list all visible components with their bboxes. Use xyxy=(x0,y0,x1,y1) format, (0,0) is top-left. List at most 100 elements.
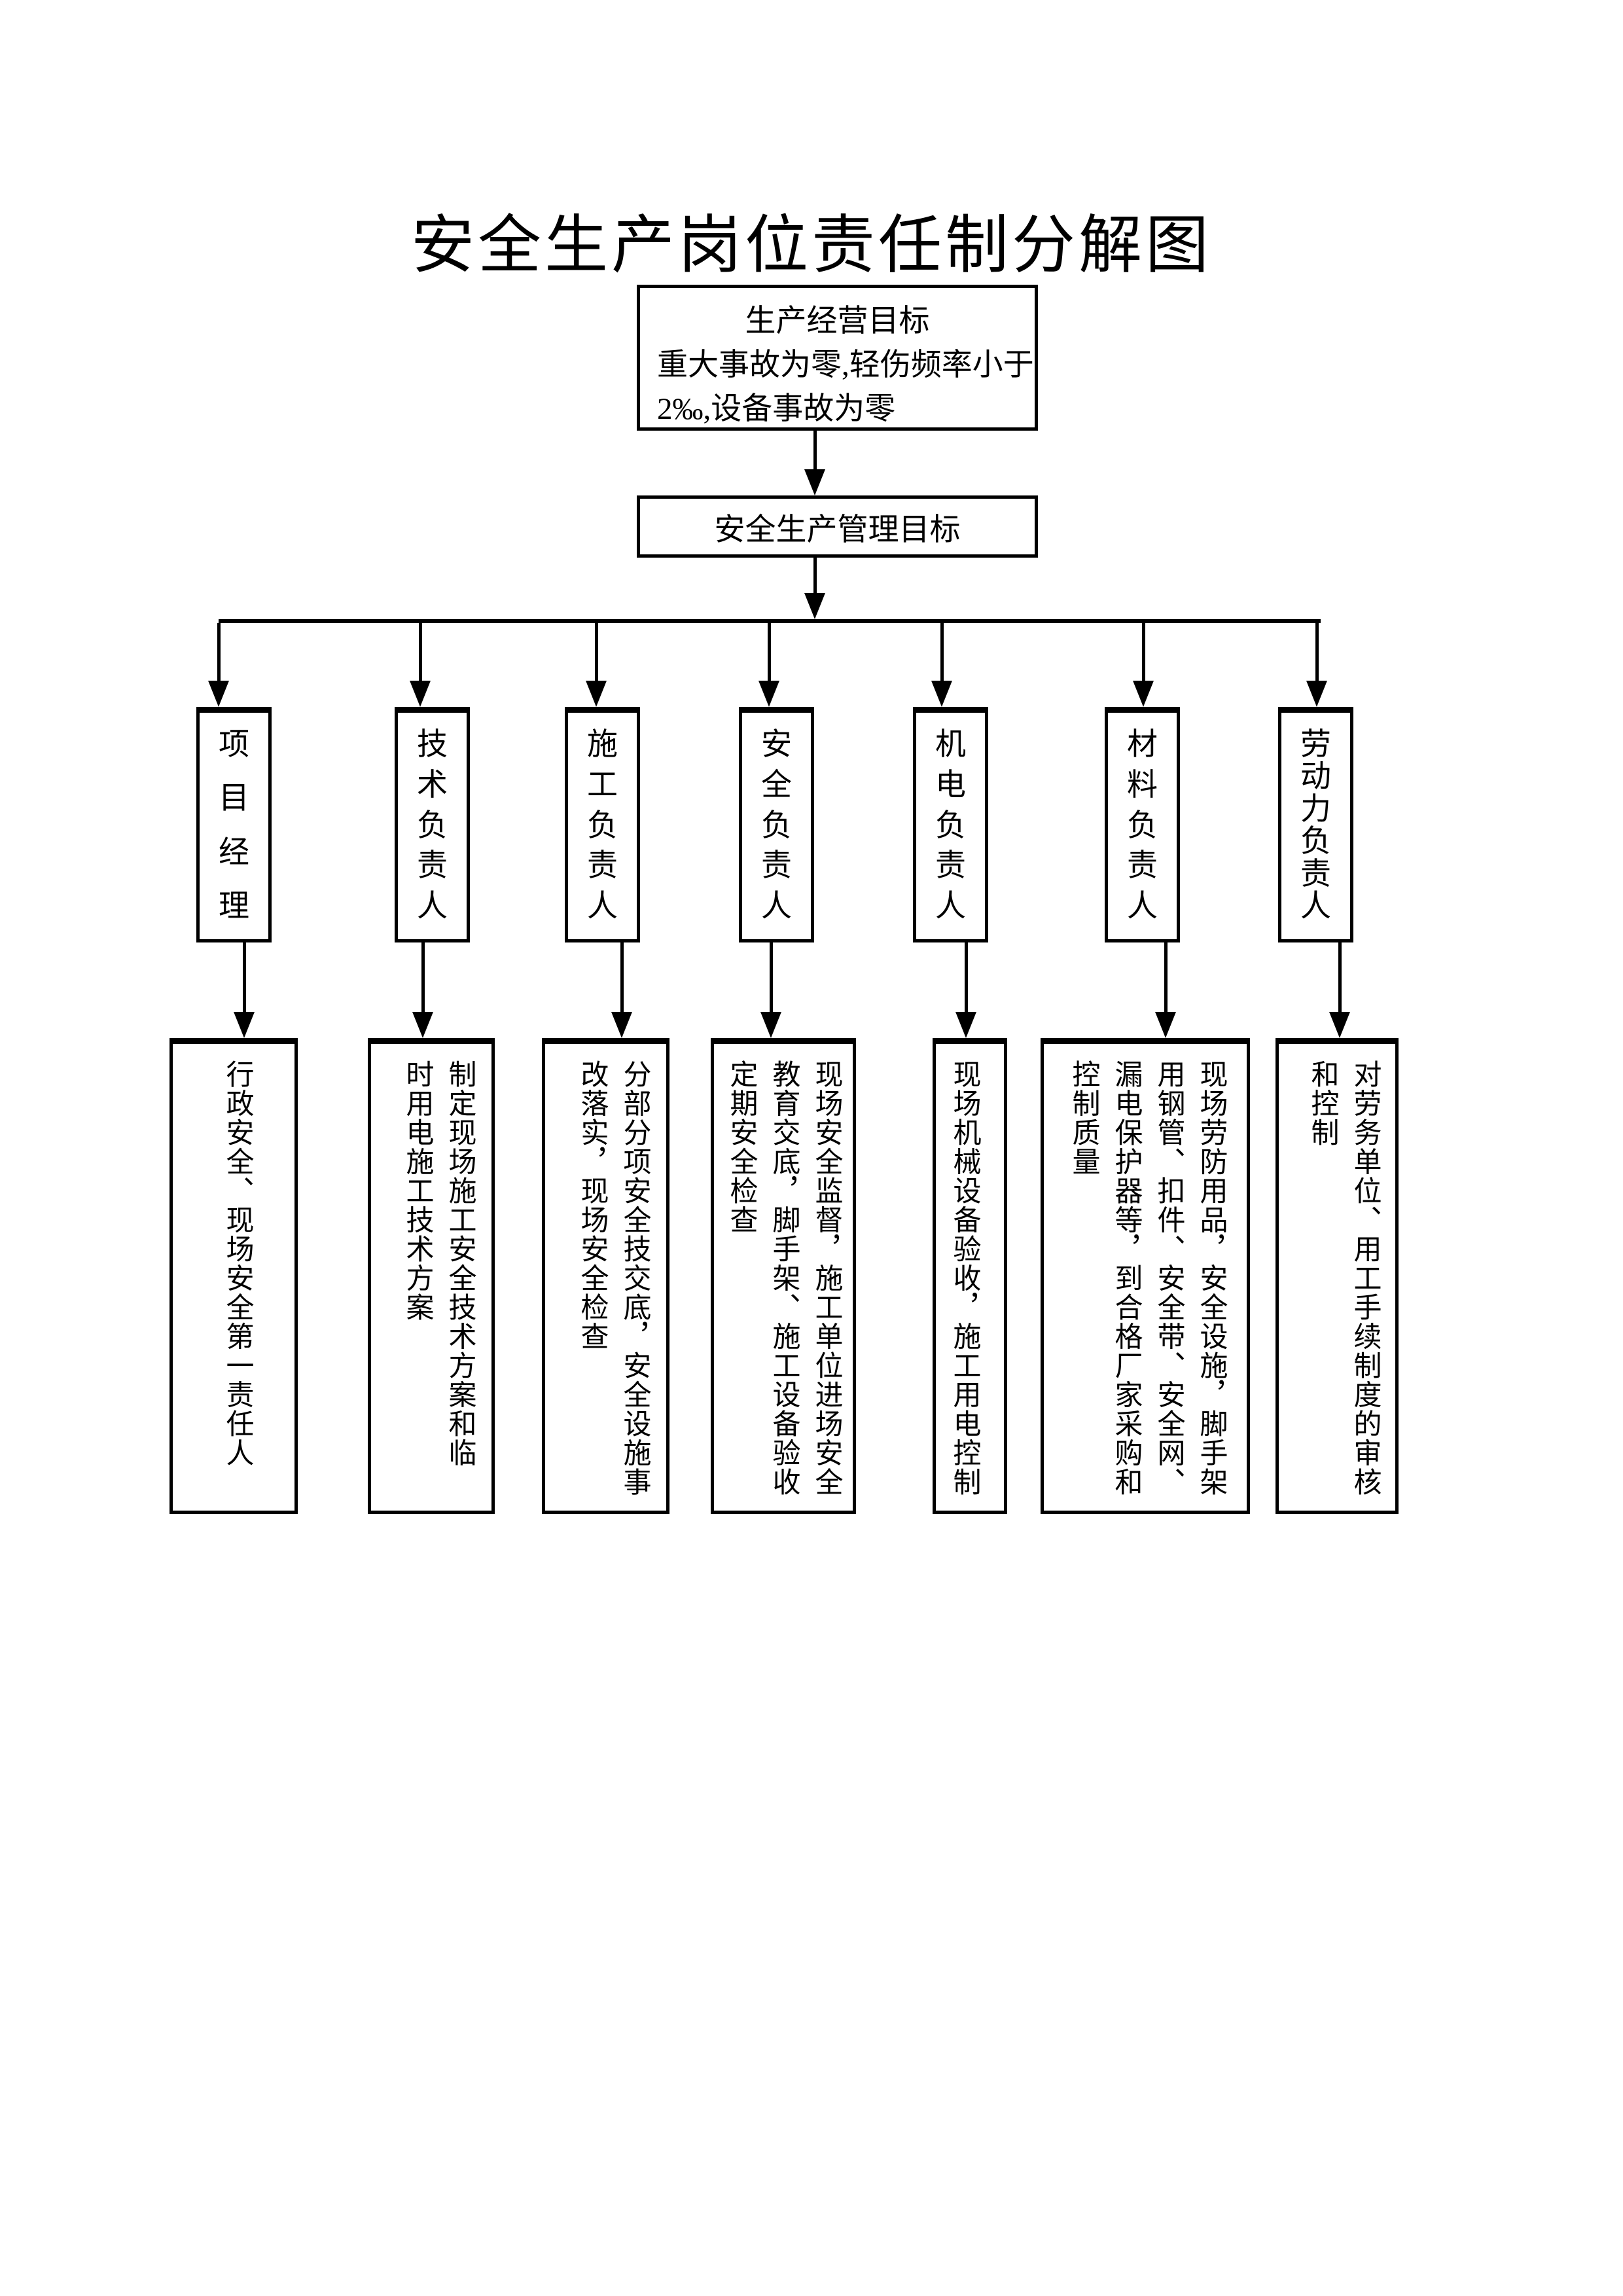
connector-line xyxy=(813,431,817,471)
role-char: 责 xyxy=(587,849,618,884)
role-char: 责 xyxy=(1127,849,1158,884)
arrow-down-icon xyxy=(804,469,825,495)
arrow-down-icon xyxy=(586,681,607,707)
role-char: 全 xyxy=(761,768,792,802)
role-char: 负 xyxy=(1300,825,1331,859)
role-box-7: 劳动力负责人 xyxy=(1278,707,1353,942)
arrow-down-icon xyxy=(208,681,229,707)
safety-goal-box: 安全生产管理目标 xyxy=(637,495,1038,558)
role-char: 术 xyxy=(417,768,448,802)
role-char: 负 xyxy=(761,808,792,843)
arrow-down-icon xyxy=(410,681,431,707)
duty-box-4: 现场安全监督，施工单位进场安全教育交底，脚手架、施工设备验收定期安全检查 xyxy=(711,1038,856,1514)
arrow-down-icon xyxy=(760,1012,781,1038)
role-char: 劳 xyxy=(1300,728,1331,762)
role-char: 负 xyxy=(587,808,618,843)
role-box-6: 材料负责人 xyxy=(1105,707,1180,942)
connector-line xyxy=(419,623,422,683)
role-char: 项 xyxy=(219,728,249,762)
arrow-down-icon xyxy=(1329,1012,1350,1038)
connector-line xyxy=(768,623,771,683)
arrow-down-icon xyxy=(1306,681,1327,707)
connector-line xyxy=(940,623,944,683)
connector-line xyxy=(1315,623,1319,683)
duty-text-column: 制定现场施工安全技术方案和临 xyxy=(444,1060,475,1467)
arrow-down-icon xyxy=(412,1012,433,1038)
connector-line xyxy=(813,558,817,596)
role-char: 责 xyxy=(761,849,792,884)
role-box-2: 技术负责人 xyxy=(395,707,470,942)
role-char: 工 xyxy=(587,768,618,802)
connector-line xyxy=(620,942,624,1014)
production-goal-line2: 重大事故为零,轻伤频率小于 xyxy=(657,348,1034,382)
role-char: 机 xyxy=(935,728,966,762)
role-char: 负 xyxy=(417,808,448,843)
connector-line xyxy=(243,942,246,1014)
role-char: 负 xyxy=(935,808,966,843)
duty-text-column: 行政安全、现场安全第一责任人 xyxy=(222,1060,253,1467)
connector-line xyxy=(1142,623,1145,683)
connector-line xyxy=(1338,942,1342,1014)
connector-line xyxy=(217,623,221,683)
arrow-down-icon xyxy=(1155,1012,1176,1038)
duty-text-column: 时用电施工技术方案 xyxy=(402,1060,433,1322)
duty-box-7: 对劳务单位、用工手续制度的审核和控制 xyxy=(1275,1038,1399,1514)
role-char: 动 xyxy=(1300,760,1331,795)
role-char: 人 xyxy=(761,889,792,924)
role-char: 技 xyxy=(417,728,448,762)
role-char: 理 xyxy=(219,889,249,924)
role-char: 安 xyxy=(761,728,792,762)
role-char: 经 xyxy=(219,835,249,870)
connector-line xyxy=(421,942,425,1014)
role-char: 料 xyxy=(1127,768,1158,802)
connector-line xyxy=(1164,942,1168,1014)
duty-text-column: 改落实，现场安全检查 xyxy=(577,1060,607,1351)
arrow-down-icon xyxy=(931,681,952,707)
arrow-down-icon xyxy=(234,1012,255,1038)
role-char: 力 xyxy=(1300,792,1331,827)
branch-line xyxy=(219,619,1321,623)
duty-text-column: 对劳务单位、用工手续制度的审核 xyxy=(1349,1060,1380,1497)
role-char: 责 xyxy=(417,849,448,884)
duty-box-5: 现场机械设备验收，施工用电控制 xyxy=(933,1038,1007,1514)
duty-text-column: 控制质量 xyxy=(1068,1060,1099,1176)
duty-text-column: 分部分项安全技交底，安全设施事 xyxy=(619,1060,650,1497)
duty-text-column: 现场机械设备验收，施工用电控制 xyxy=(949,1060,980,1497)
connector-line xyxy=(770,942,773,1014)
role-char: 目 xyxy=(219,781,249,816)
duty-box-2: 制定现场施工安全技术方案和临时用电施工技术方案 xyxy=(368,1038,495,1514)
role-box-5: 机电负责人 xyxy=(913,707,988,942)
connector-line xyxy=(595,623,598,683)
duty-text-column: 用钢管、扣件、安全带、安全网、 xyxy=(1153,1060,1184,1497)
role-box-3: 施工负责人 xyxy=(565,707,640,942)
role-char: 人 xyxy=(1300,889,1331,924)
arrow-down-icon xyxy=(611,1012,632,1038)
role-char: 人 xyxy=(417,889,448,924)
production-goal-box: 生产经营目标 重大事故为零,轻伤频率小于 2‰,设备事故为零 xyxy=(637,285,1038,431)
arrow-down-icon xyxy=(758,681,779,707)
duty-text-column: 定期安全检查 xyxy=(726,1060,757,1234)
role-char: 电 xyxy=(935,768,966,802)
role-char: 责 xyxy=(1300,857,1331,891)
duty-box-3: 分部分项安全技交底，安全设施事改落实，现场安全检查 xyxy=(542,1038,669,1514)
production-goal-heading: 生产经营目标 xyxy=(745,304,930,338)
role-char: 材 xyxy=(1127,728,1158,762)
role-char: 责 xyxy=(935,849,966,884)
duty-box-6: 现场劳防用品，安全设施，脚手架用钢管、扣件、安全带、安全网、漏电保护器等，到合格… xyxy=(1041,1038,1250,1514)
role-char: 负 xyxy=(1127,808,1158,843)
role-box-1: 项目经理 xyxy=(196,707,272,942)
duty-text-column: 教育交底，脚手架、施工设备验收 xyxy=(768,1060,799,1497)
production-goal-line3: 2‰,设备事故为零 xyxy=(657,392,896,426)
role-box-4: 安全负责人 xyxy=(739,707,814,942)
role-char: 人 xyxy=(1127,889,1158,924)
page-title: 安全生产岗位责任制分解图 xyxy=(411,211,1212,281)
role-char: 人 xyxy=(587,889,618,924)
duty-text-column: 和控制 xyxy=(1307,1060,1338,1147)
duty-text-column: 现场安全监督，施工单位进场安全 xyxy=(811,1060,842,1497)
arrow-down-icon xyxy=(804,593,825,619)
duty-text-column: 现场劳防用品，安全设施，脚手架 xyxy=(1196,1060,1226,1497)
arrow-down-icon xyxy=(1133,681,1154,707)
duty-box-1: 行政安全、现场安全第一责任人 xyxy=(169,1038,298,1514)
connector-line xyxy=(965,942,968,1014)
